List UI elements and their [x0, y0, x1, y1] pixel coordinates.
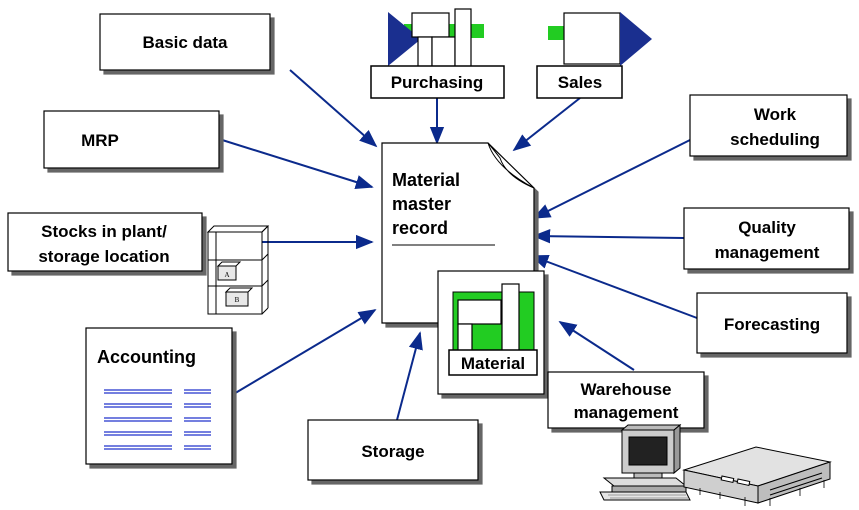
warehouse-label-2: management: [574, 403, 679, 422]
arrow-mrp: [218, 138, 374, 190]
forecasting-label: Forecasting: [724, 315, 820, 334]
storage-label: Storage: [361, 442, 424, 461]
center-line-3: record: [392, 218, 448, 238]
purchasing-node: Purchasing: [370, 8, 505, 99]
arrow-warehouse: [558, 321, 635, 371]
purchasing-label: Purchasing: [391, 73, 484, 92]
stocks-label-1: Stocks in plant/: [41, 222, 167, 241]
center-line-2: master: [392, 194, 451, 214]
sales-label: Sales: [558, 73, 602, 92]
arrow-storage: [396, 331, 423, 421]
server-icon: [682, 446, 832, 506]
basic-data-label: Basic data: [142, 33, 228, 52]
sales-box: [536, 65, 623, 99]
accounting-node: Accounting: [85, 327, 233, 465]
center-line-1: Material: [392, 170, 460, 190]
warehouse-label-1: Warehouse: [580, 380, 671, 399]
purchasing-box: [370, 65, 505, 99]
work-label-1: Work: [754, 105, 797, 124]
stocks-node: Stocks in plant/ storage location: [7, 212, 203, 272]
quality-label-2: management: [715, 243, 820, 262]
arrow-accounting: [231, 309, 377, 396]
quality-management-node: Quality management: [683, 207, 850, 270]
mrp-node: MRP: [43, 110, 220, 169]
material-card: Material: [437, 270, 545, 395]
computer-icon: [599, 423, 691, 501]
shelf-icon: A B: [206, 225, 270, 315]
arrow-forecasting: [530, 254, 698, 319]
purchasing-arrow-icon: [388, 12, 421, 66]
arrow-basic-data: [289, 69, 378, 148]
warehouse-management-node: Warehouse management: [547, 371, 705, 429]
material-label: Material: [461, 354, 525, 373]
arrow-quality: [532, 229, 685, 244]
arrow-sales: [512, 97, 581, 152]
storage-node: Storage: [307, 419, 479, 481]
work-label-2: scheduling: [730, 130, 820, 149]
ledger-lines: [104, 389, 211, 450]
sales-arrow-icon: [620, 12, 652, 66]
sales-node: Sales: [536, 12, 652, 99]
basic-data-node: Basic data: [99, 13, 271, 71]
page-curl: [487, 142, 535, 189]
mrp-label: MRP: [81, 131, 119, 150]
forecasting-node: Forecasting: [696, 292, 848, 354]
shelf-label-b: B: [235, 296, 240, 304]
accounting-label: Accounting: [97, 347, 196, 367]
stocks-label-2: storage location: [38, 247, 169, 266]
work-scheduling-node: Work scheduling: [689, 94, 848, 157]
shelf-label-a: A: [224, 271, 229, 279]
arrow-work-scheduling: [532, 139, 691, 219]
quality-label-1: Quality: [738, 218, 796, 237]
